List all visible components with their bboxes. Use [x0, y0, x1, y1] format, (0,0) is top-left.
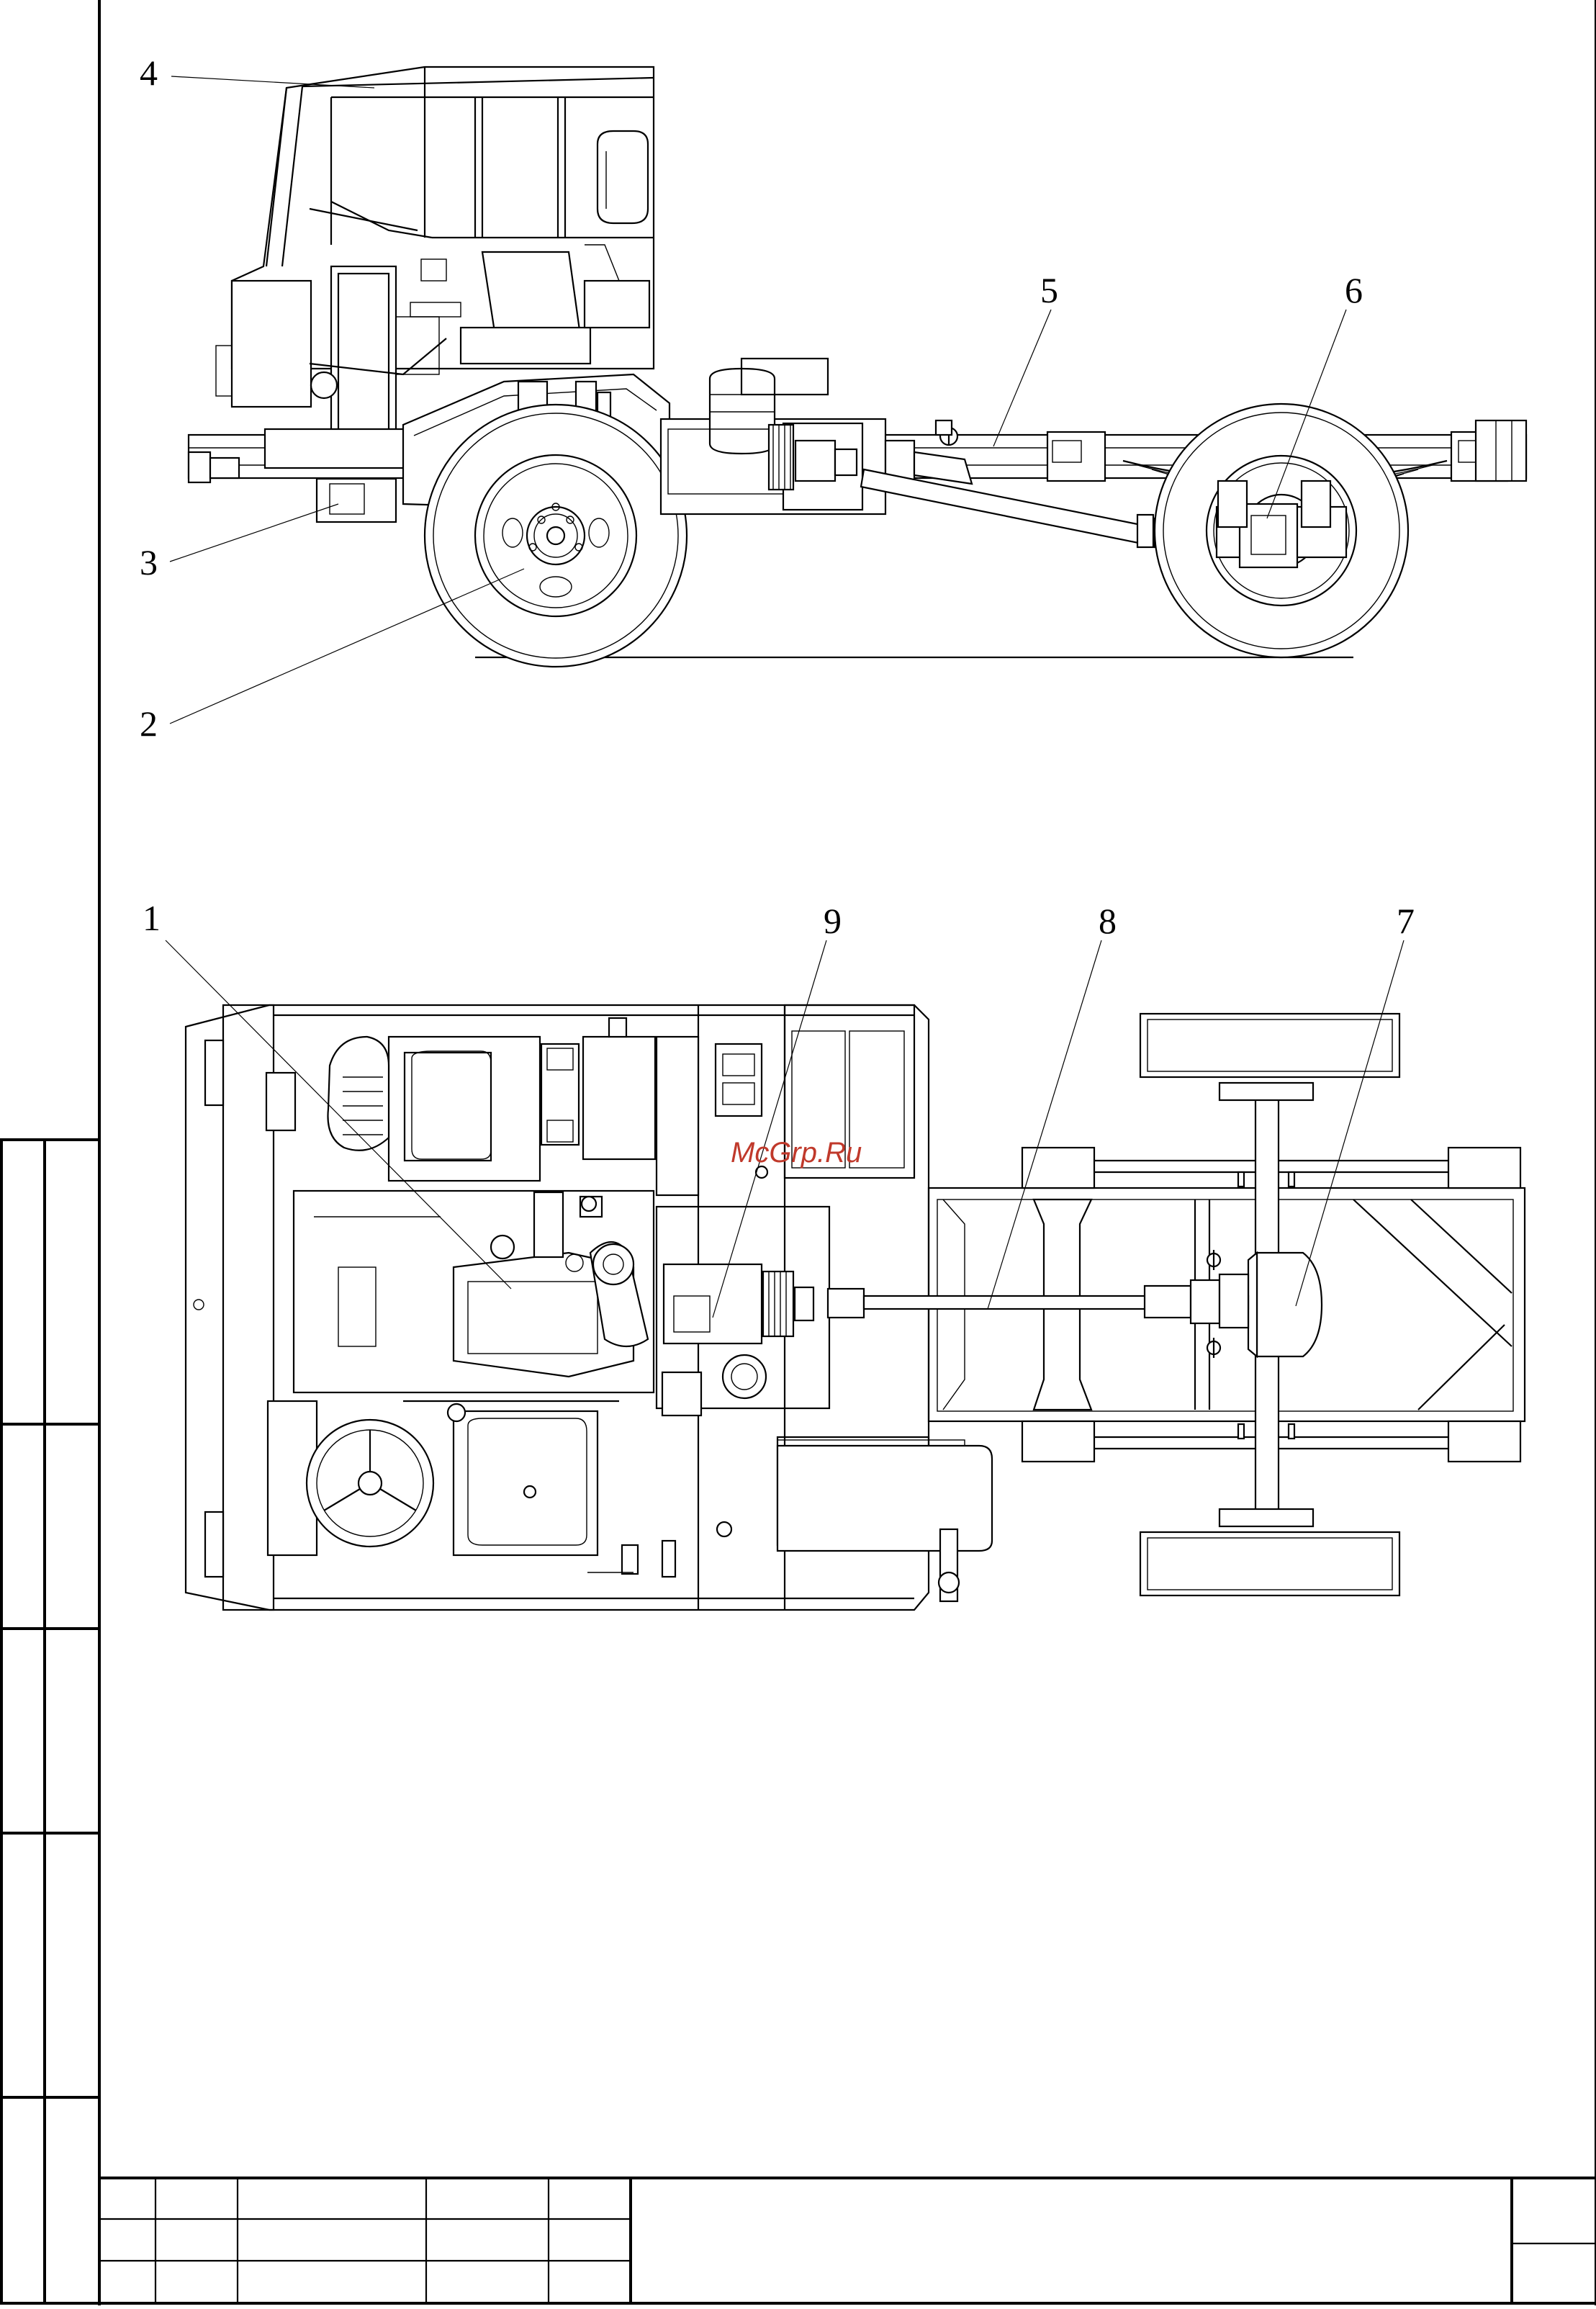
side-stamp-grid — [1, 1140, 99, 2303]
callout-9: 9 — [824, 901, 842, 941]
front-end — [265, 429, 416, 522]
top-view — [186, 1005, 1525, 1610]
side-view — [189, 67, 1526, 667]
title-block — [99, 2178, 1596, 2303]
callout-4: 4 — [140, 53, 158, 93]
callout-8: 8 — [1099, 901, 1117, 941]
callout-1: 1 — [143, 898, 161, 938]
engine-bay-top — [294, 1191, 654, 1392]
propeller-shaft-side — [861, 469, 1179, 547]
front-wheel — [425, 405, 687, 667]
rear-wheel — [1155, 404, 1408, 657]
callout-2: 2 — [140, 703, 158, 744]
callout-6: 6 — [1345, 270, 1363, 310]
callout-5: 5 — [1040, 270, 1058, 310]
watermark-text: McGrp.Ru — [731, 1137, 862, 1169]
callout-7: 7 — [1397, 901, 1415, 941]
callout-3: 3 — [140, 542, 158, 582]
